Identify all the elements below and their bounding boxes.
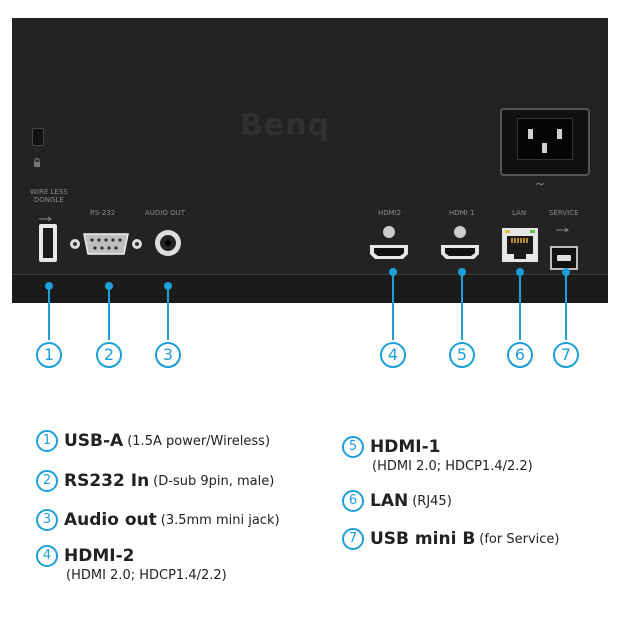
- legend-detail: (HDMI 2.0; HDCP1.4/2.2): [66, 568, 227, 583]
- callout-dot-4: [389, 268, 397, 276]
- legend-detail: (HDMI 2.0; HDCP1.4/2.2): [372, 459, 533, 474]
- legend-number: 4: [36, 545, 58, 567]
- callout-dot-7: [562, 268, 570, 276]
- legend-detail: (D-sub 9pin, male): [153, 473, 275, 489]
- legend-name: Audio out: [64, 510, 157, 530]
- legend-name: LAN: [370, 491, 409, 511]
- usb-icon-service: [555, 218, 569, 237]
- callout-line-1: [48, 286, 50, 340]
- legend-item-usb-a: 1 USB-A(1.5A power/Wireless): [36, 430, 270, 452]
- usb-icon: [38, 207, 52, 226]
- lock-icon: [33, 153, 41, 167]
- usb-a-port: [39, 224, 57, 262]
- legend-number: 2: [36, 470, 58, 492]
- callout-number-6: 6: [507, 342, 533, 368]
- legend-detail: (for Service): [479, 531, 560, 547]
- usb-mini-b-port: [550, 246, 578, 270]
- rs232-port: [68, 230, 144, 262]
- callout-dot-2: [105, 282, 113, 290]
- legend-number: 1: [36, 430, 58, 452]
- legend-item-hdmi1: 5 HDMI-1 (HDMI 2.0; HDCP1.4/2.2): [342, 436, 533, 474]
- callout-line-5: [461, 272, 463, 340]
- legend-name: USB mini B: [370, 529, 476, 549]
- power-inlet: [517, 118, 573, 160]
- legend-name: HDMI-1: [370, 437, 441, 457]
- callout-number-2: 2: [96, 342, 122, 368]
- callout-line-3: [167, 286, 169, 340]
- legend-number: 6: [342, 490, 364, 512]
- legend-name: HDMI-2: [64, 546, 135, 566]
- legend-detail: (1.5A power/Wireless): [127, 433, 271, 449]
- callout-number-1: 1: [36, 342, 62, 368]
- callout-dot-3: [164, 282, 172, 290]
- hdmi1-screw: [454, 226, 466, 238]
- label-lan: LAN: [512, 209, 527, 217]
- callout-line-2: [108, 286, 110, 340]
- legend-number: 7: [342, 528, 364, 550]
- lan-port: [502, 228, 538, 266]
- callout-line-7: [565, 272, 567, 340]
- callout-line-6: [519, 272, 521, 340]
- callout-number-7: 7: [553, 342, 579, 368]
- callout-line-4: [392, 272, 394, 340]
- legend-detail: (3.5mm mini jack): [160, 512, 280, 528]
- legend-name: RS232 In: [64, 471, 150, 491]
- legend-number: 3: [36, 509, 58, 531]
- legend-item-hdmi2: 4 HDMI-2 (HDMI 2.0; HDCP1.4/2.2): [36, 545, 227, 583]
- label-hdmi2: HDMI2: [378, 209, 402, 217]
- label-wireless-dongle: WIRE LESS DONGLE: [30, 188, 68, 204]
- label-hdmi1: HDMI 1: [449, 209, 475, 217]
- legend-name: USB-A: [64, 431, 124, 451]
- callout-dot-5: [458, 268, 466, 276]
- callout-dot-1: [45, 282, 53, 290]
- legend-item-audio-out: 3 Audio out(3.5mm mini jack): [36, 509, 280, 531]
- kensington-slot: [32, 128, 44, 146]
- callout-number-3: 3: [155, 342, 181, 368]
- label-service: SERVICE: [549, 209, 579, 217]
- legend-detail: (RJ45): [412, 493, 452, 509]
- device-rear-panel: Benq ~ WIRE LESS DONGLE RS-232 AUDIO OUT…: [12, 18, 608, 303]
- hdmi1-port: [440, 244, 480, 264]
- callout-dot-6: [516, 268, 524, 276]
- audio-out-port: [155, 230, 181, 256]
- ac-symbol: ~: [535, 177, 546, 191]
- hdmi2-port: [369, 244, 409, 264]
- hdmi2-screw: [383, 226, 395, 238]
- brand-logo: Benq: [240, 108, 331, 143]
- label-rs232: RS-232: [90, 209, 116, 217]
- legend-item-lan: 6 LAN(RJ45): [342, 490, 452, 512]
- callout-number-4: 4: [380, 342, 406, 368]
- label-audio-out: AUDIO OUT: [145, 209, 186, 217]
- callout-number-5: 5: [449, 342, 475, 368]
- legend-item-rs232: 2 RS232 In(D-sub 9pin, male): [36, 470, 274, 492]
- legend-number: 5: [342, 436, 364, 458]
- legend-item-usb-mini-b: 7 USB mini B(for Service): [342, 528, 559, 550]
